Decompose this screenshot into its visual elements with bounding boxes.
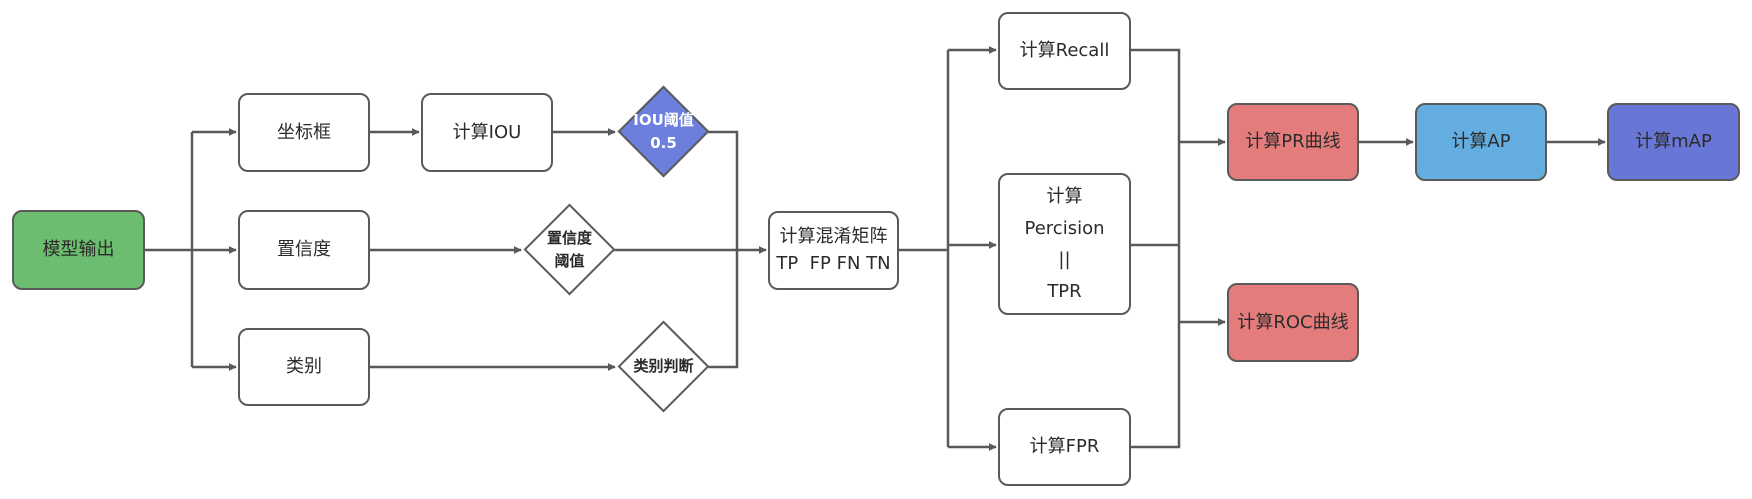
confusion-matrix-title: 计算混淆矩阵 bbox=[779, 226, 888, 248]
precision-node: 计算 Percision || TPR bbox=[998, 173, 1131, 315]
category-judge-text: 类别判断 bbox=[616, 335, 711, 399]
roc-curve-node: 计算ROC曲线 bbox=[1227, 283, 1359, 362]
recall-node: 计算Recall bbox=[998, 12, 1131, 90]
fpr-node: 计算FPR bbox=[998, 408, 1131, 486]
precision-line2: Percision bbox=[1024, 217, 1105, 239]
precision-line1: 计算 bbox=[1046, 186, 1083, 207]
pr-curve-label: 计算PR曲线 bbox=[1245, 131, 1341, 153]
ap-node: 计算AP bbox=[1415, 103, 1547, 181]
iou-threshold-line1: IOU阈值 bbox=[633, 110, 694, 129]
iou-threshold-line2: 0.5 bbox=[650, 134, 677, 152]
ap-label: 计算AP bbox=[1451, 131, 1511, 153]
confidence-label: 置信度 bbox=[277, 239, 331, 261]
pr-curve-node: 计算PR曲线 bbox=[1227, 103, 1359, 181]
category-judge-label: 类别判断 bbox=[633, 357, 694, 376]
bbox-label: 坐标框 bbox=[277, 121, 331, 143]
roc-curve-label: 计算ROC曲线 bbox=[1237, 311, 1349, 333]
calc-iou-label: 计算IOU bbox=[452, 121, 522, 143]
precision-line4: TPR bbox=[1047, 280, 1082, 302]
recall-label: 计算Recall bbox=[1019, 40, 1110, 62]
bbox-node: 坐标框 bbox=[238, 93, 370, 172]
model-output-label: 模型输出 bbox=[42, 239, 115, 261]
category-label: 类别 bbox=[286, 356, 322, 378]
confusion-matrix-cells: TP FP FN TN bbox=[776, 252, 891, 274]
confusion-matrix-node: 计算混淆矩阵 TP FP FN TN bbox=[768, 211, 899, 290]
conf-threshold-text: 置信度 阈值 bbox=[522, 218, 617, 282]
precision-line3: || bbox=[1058, 249, 1071, 270]
connector-recall-out bbox=[1131, 48, 1181, 449]
calc-iou-node: 计算IOU bbox=[421, 93, 553, 172]
iou-threshold-text: IOU阈值 0.5 bbox=[616, 100, 711, 164]
map-node: 计算mAP bbox=[1607, 103, 1740, 181]
model-output-node: 模型输出 bbox=[12, 210, 145, 290]
fpr-label: 计算FPR bbox=[1029, 436, 1100, 458]
conf-threshold-line2: 阈值 bbox=[554, 252, 585, 270]
category-node: 类别 bbox=[238, 328, 370, 406]
map-label: 计算mAP bbox=[1635, 131, 1712, 153]
confidence-node: 置信度 bbox=[238, 210, 370, 290]
conf-threshold-line1: 置信度 bbox=[546, 228, 592, 247]
